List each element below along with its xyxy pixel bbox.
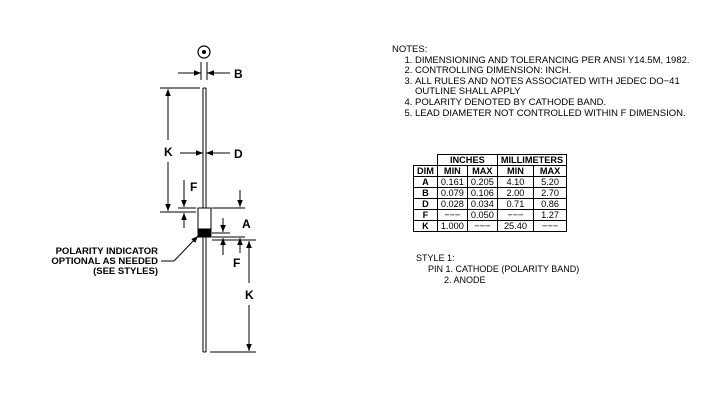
label-d: D [234, 147, 243, 161]
dimension-a [212, 190, 245, 253]
note-item: CONTROLLING DIMENSION: INCH. [415, 66, 717, 77]
label-b: B [234, 67, 243, 81]
polarity-line-1: POLARITY INDICATOR [56, 246, 159, 257]
col-dim: DIM [413, 165, 438, 177]
style-title: STYLE 1: [416, 253, 455, 263]
polarity-line-3: (SEE STYLES) [93, 266, 158, 277]
polarity-leader [161, 235, 199, 262]
dimension-table: INCHES MILLIMETERS DIM MIN MAX MIN MAX A… [413, 154, 568, 232]
dimension-k-top [160, 87, 200, 213]
table-row: D 0.028 0.034 0.71 0.86 [413, 198, 568, 210]
style-pin-1: PIN 1. CATHODE (POLARITY BAND) [428, 264, 580, 274]
notes-heading: NOTES: [392, 44, 428, 55]
note-item: LEAD DIAMETER NOT CONTROLLED WITHIN F DI… [415, 108, 717, 120]
label-k-bottom: K [245, 288, 254, 302]
note-item: DIMENSIONING AND TOLERANCING PER ANSI Y1… [415, 55, 717, 67]
label-k-top: K [164, 145, 173, 159]
table-row: F −−− 0.050 −−− 1.27 [413, 209, 568, 221]
diode-body [197, 87, 212, 353]
col-min-in: MIN [436, 165, 468, 177]
header-millimeters: MILLIMETERS [496, 154, 568, 166]
note-item: ALL RULES AND NOTES ASSOCIATED WITH JEDE… [415, 76, 717, 98]
col-min-mm: MIN [496, 165, 535, 177]
col-max-mm: MAX [533, 165, 568, 177]
style-pin-2: 2. ANODE [444, 275, 486, 285]
style-block: STYLE 1: PIN 1. CATHODE (POLARITY BAND) … [416, 253, 579, 286]
label-a: A [242, 217, 251, 231]
dimension-k-bottom [210, 239, 256, 353]
table-row: K 1.000 −−− 25.40 −−− [413, 220, 568, 232]
header-inches: INCHES [436, 154, 498, 166]
dimension-f-bottom [212, 218, 230, 255]
notes-block: NOTES: DIMENSIONING AND TOLERANCING PER … [392, 44, 717, 120]
label-f-top: F [190, 180, 197, 194]
col-max-in: MAX [466, 165, 498, 177]
polarity-line-2: OPTIONAL AS NEEDED [51, 256, 158, 267]
table-row: B 0.079 0.106 2.00 2.70 [413, 187, 568, 199]
note-item: POLARITY DENOTED BY CATHODE BAND. [415, 97, 717, 109]
label-f-bottom: F [233, 256, 240, 270]
dimension-b [178, 62, 230, 80]
dimension-f-top [178, 180, 196, 228]
table-row: A 0.161 0.205 4.10 5.20 [413, 176, 568, 188]
end-view [197, 45, 211, 59]
